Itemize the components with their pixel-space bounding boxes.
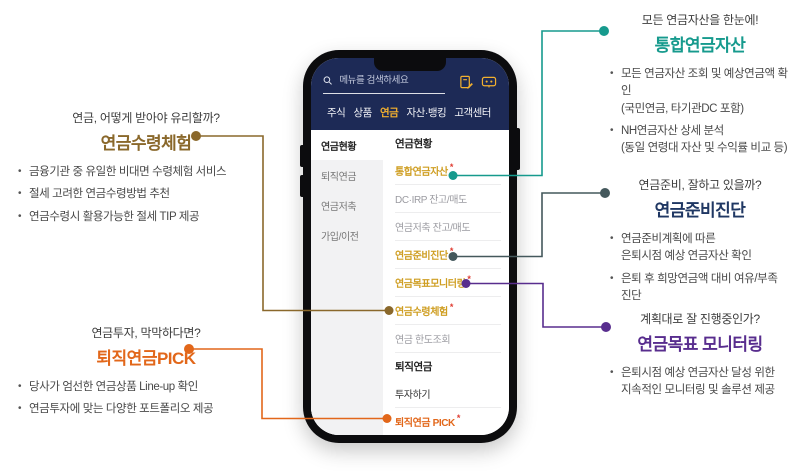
menu-item-label: 연금수령체험 xyxy=(395,307,448,318)
menu-search-input[interactable] xyxy=(337,74,445,87)
callout-title: 모든 연금자산을 한눈에! xyxy=(641,13,759,27)
chatbot-icon[interactable] xyxy=(481,75,497,90)
bullet-item: 당사가 엄선한 연금상품 Line-up 확인 xyxy=(18,379,274,396)
menu-item-label: 투자하기 xyxy=(395,390,431,401)
bullet-line: 모든 연금자산 조회 및 예상연금액 확인 xyxy=(621,68,788,98)
bullet-line: (국민연금, 타기관DC 포함) xyxy=(621,102,744,115)
callout-bullet-list: 금융기관 중 유일한 비대면 수령체험 서비스 절세 고려한 연금수령방법 추천… xyxy=(18,164,274,226)
menu-item-pension-receive-experience[interactable]: 연금수령체험 * xyxy=(395,297,501,325)
bullet-line: (동일 연령대 자산 및 수익률 비교 등) xyxy=(621,142,788,154)
bullet-item: 절세 고려한 연금수령방법 추천 xyxy=(18,186,274,203)
callout-title: 연금투자, 막막하다면? xyxy=(91,326,201,340)
required-asterisk: * xyxy=(449,162,454,172)
callout-pension-goal-monitoring: 계획대로 잘 진행중인가? 연금목표 모니터링 은퇴시점 예상 연금자산 달성 … xyxy=(610,310,790,405)
menu-section-pension-status: 연금현황 xyxy=(395,130,501,157)
search-icon xyxy=(323,76,332,85)
tab-assets-banking[interactable]: 자산·뱅킹 xyxy=(406,107,447,119)
callout-heading: 연금수령체험 xyxy=(100,134,192,153)
bullet-line: 은퇴 후 희망연금액 대비 여유/부족 진단 xyxy=(621,272,778,302)
menu-section-label: 연금현황 xyxy=(395,138,433,150)
phone-mockup: 주식 상품 연금 자산·뱅킹 고객센터 연금현황 퇴직연금 연금저축 가입/이전… xyxy=(300,50,520,443)
menu-item-label: 퇴직연금 PICK xyxy=(395,418,455,429)
bullet-line: 지속적인 모니터링 및 솔루션 제공 xyxy=(621,384,775,397)
menu-item-pension-goal-monitoring[interactable]: 연금목표모니터링 * xyxy=(395,269,501,297)
menu-item-label: DC·IRP 잔고/매도 xyxy=(395,195,467,206)
callout-pension-receive-experience: 연금, 어떻게 받아야 유리할까? 연금수령체험 금융기관 중 유일한 비대면 … xyxy=(18,109,274,231)
callout-bullet-list: 모든 연금자산 조회 및 예상연금액 확인 (국민연금, 타기관DC 포함) N… xyxy=(610,66,790,157)
menu-item-pension-limit-inquiry[interactable]: 연금 한도조회 xyxy=(395,325,501,353)
volume-down-button xyxy=(300,175,303,197)
power-button xyxy=(517,128,520,170)
menu-section-label: 퇴직연금 xyxy=(395,361,433,373)
menu-search-field[interactable] xyxy=(323,74,445,94)
bullet-item: NH연금자산 상세 분석 (동일 연령대 자산 및 수익률 비교 등) xyxy=(610,123,790,158)
menu-item-dc-irp-balance-sell[interactable]: DC·IRP 잔고/매도 xyxy=(395,185,501,213)
menu-item-label: 통합연금자산 xyxy=(395,167,448,178)
pension-menu-list: 연금현황 통합연금자산 * DC·IRP 잔고/매도 연금저축 잔고/매도 연금… xyxy=(383,130,509,435)
volume-up-button xyxy=(300,145,303,167)
bullet-item: 모든 연금자산 조회 및 예상연금액 확인 (국민연금, 타기관DC 포함) xyxy=(610,66,790,118)
required-asterisk: * xyxy=(456,413,461,423)
callout-pension-readiness-diagnosis: 연금준비, 잘하고 있을까? 연금준비진단 연금준비계획에 따른 은퇴시점 예상… xyxy=(610,176,790,310)
menu-item-label: 연금 한도조회 xyxy=(395,335,451,346)
bullet-line: 은퇴시점 예상 연금자산 달성 위한 xyxy=(621,367,775,379)
callout-title: 연금, 어떻게 받아야 유리할까? xyxy=(72,111,220,125)
tab-pension[interactable]: 연금 xyxy=(380,107,399,119)
bullet-item: 금융기관 중 유일한 비대면 수령체험 서비스 xyxy=(18,164,274,181)
menu-item-label: 연금저축 잔고/매도 xyxy=(395,223,471,234)
main-nav-tabs: 주식 상품 연금 자산·뱅킹 고객센터 xyxy=(323,94,497,130)
callout-integrated-pension-assets: 모든 연금자산을 한눈에! 통합연금자산 모든 연금자산 조회 및 예상연금액 … xyxy=(610,11,790,162)
menu-item-retirement-pension-pick[interactable]: 퇴직연금 PICK * xyxy=(395,408,501,435)
callout-heading: 퇴직연금PICK xyxy=(96,349,196,368)
tab-products[interactable]: 상품 xyxy=(353,107,373,119)
document-edit-icon[interactable] xyxy=(459,75,474,90)
bullet-item: 연금투자에 맞는 다양한 포트폴리오 제공 xyxy=(18,401,274,418)
bullet-item: 은퇴시점 예상 연금자산 달성 위한 지속적인 모니터링 및 솔루션 제공 xyxy=(610,365,790,400)
pension-sidebar: 연금현황 퇴직연금 연금저축 가입/이전 xyxy=(311,130,383,435)
menu-item-integrated-pension-assets[interactable]: 통합연금자산 * xyxy=(395,157,501,185)
menu-item-label: 연금준비진단 xyxy=(395,251,448,262)
phone-screen: 주식 상품 연금 자산·뱅킹 고객센터 연금현황 퇴직연금 연금저축 가입/이전… xyxy=(311,58,509,435)
sidebar-item-pension-status[interactable]: 연금현황 xyxy=(311,130,383,160)
menu-section-retirement-pension: 퇴직연금 xyxy=(395,353,501,380)
bullet-item: 연금수령시 활용가능한 절세 TIP 제공 xyxy=(18,209,274,226)
bullet-item: 연금준비계획에 따른 은퇴시점 예상 연금자산 확인 xyxy=(610,231,790,266)
menu-item-pension-readiness-diagnosis[interactable]: 연금준비진단 * xyxy=(395,241,501,269)
bullet-line: 은퇴시점 예상 연금자산 확인 xyxy=(621,250,752,263)
menu-item-pension-savings-balance-sell[interactable]: 연금저축 잔고/매도 xyxy=(395,213,501,241)
required-asterisk: * xyxy=(449,302,454,312)
callout-heading: 연금준비진단 xyxy=(654,201,746,220)
menu-item-invest[interactable]: 투자하기 xyxy=(395,380,501,408)
sidebar-item-pension-savings[interactable]: 연금저축 xyxy=(321,201,357,213)
callout-bullet-list: 당사가 엄선한 연금상품 Line-up 확인 연금투자에 맞는 다양한 포트폴… xyxy=(18,379,274,419)
bullet-line: 연금준비계획에 따른 xyxy=(621,233,716,245)
sidebar-item-retirement-pension[interactable]: 퇴직연금 xyxy=(321,171,357,183)
callout-bullet-list: 연금준비계획에 따른 은퇴시점 예상 연금자산 확인 은퇴 후 희망연금액 대비… xyxy=(610,231,790,305)
tab-stocks[interactable]: 주식 xyxy=(327,107,346,119)
callout-heading: 연금목표 모니터링 xyxy=(637,335,763,354)
callout-retirement-pension-pick: 연금투자, 막막하다면? 퇴직연금PICK 당사가 엄선한 연금상품 Line-… xyxy=(18,324,274,424)
sidebar-item-join-transfer[interactable]: 가입/이전 xyxy=(321,231,359,243)
callout-bullet-list: 은퇴시점 예상 연금자산 달성 위한 지속적인 모니터링 및 솔루션 제공 xyxy=(610,365,790,400)
phone-notch xyxy=(374,58,446,71)
menu-item-label: 연금목표모니터링 xyxy=(395,279,466,290)
tab-customer-center[interactable]: 고객센터 xyxy=(454,107,491,119)
required-asterisk: * xyxy=(467,274,471,284)
required-asterisk: * xyxy=(449,246,454,256)
bullet-item: 은퇴 후 희망연금액 대비 여유/부족 진단 xyxy=(610,271,790,306)
callout-title: 연금준비, 잘하고 있을까? xyxy=(638,178,762,192)
bullet-line: NH연금자산 상세 분석 xyxy=(621,124,724,137)
callout-heading: 통합연금자산 xyxy=(654,36,746,55)
callout-title: 계획대로 잘 진행중인가? xyxy=(640,312,760,326)
